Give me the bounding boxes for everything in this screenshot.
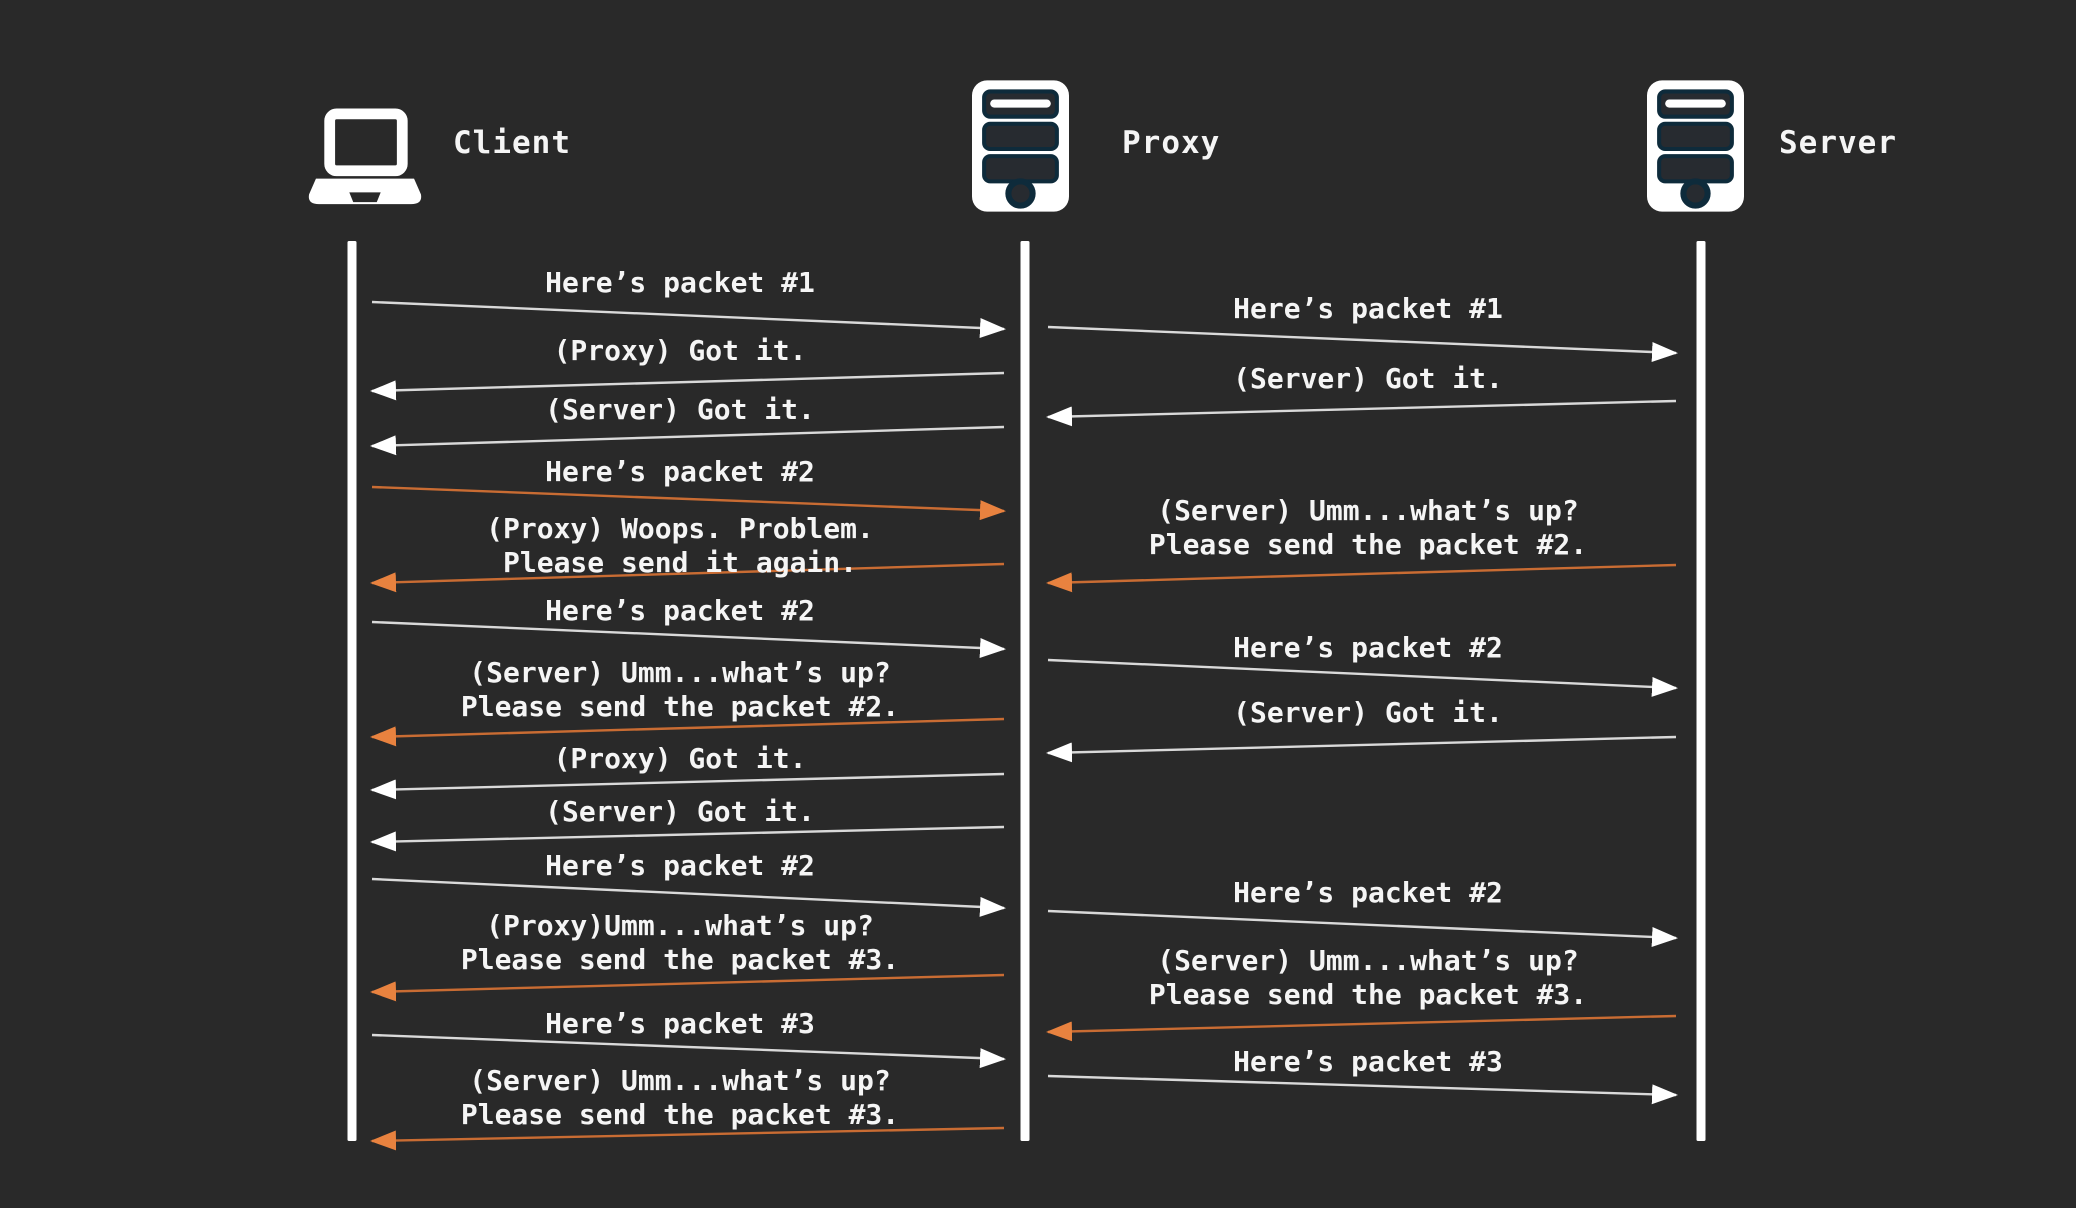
- message-arrow-left: [370, 717, 1005, 747]
- message-label: (Server) Umm...what’s up?Please send the…: [461, 656, 899, 724]
- message-label-line: (Proxy) Got it.: [553, 334, 807, 367]
- message-arrow-left: [1046, 399, 1677, 427]
- message-label: (Server) Umm...what’s up?Please send the…: [1149, 494, 1587, 562]
- message-arrow-right: [1047, 1074, 1678, 1105]
- message-arrow-left: [370, 772, 1005, 800]
- laptop-icon: [306, 108, 424, 214]
- message-label-line: (Proxy) Got it.: [553, 742, 807, 775]
- message-arrow-right: [1047, 909, 1678, 947]
- message-label-line: Here’s packet #1: [1233, 292, 1503, 325]
- message-label-line: Please send the packet #3.: [460, 1098, 900, 1131]
- server-icon: [972, 80, 1069, 216]
- message-label: Here’s packet #2: [1233, 631, 1503, 665]
- message-label-line: Here’s packet #2: [1233, 876, 1503, 909]
- message-arrow-left: [370, 562, 1005, 593]
- message-arrow-right: [371, 1033, 1006, 1069]
- message-label: (Proxy) Got it.: [554, 742, 807, 776]
- message-label-line: (Server) Got it.: [545, 795, 815, 828]
- message-label-line: Here’s packet #3: [1233, 1045, 1503, 1078]
- message-label-line: Please send the packet #3.: [460, 943, 900, 976]
- message-label: Here’s packet #2: [545, 594, 815, 628]
- message-arrow-left: [370, 425, 1005, 456]
- message-label: Here’s packet #1: [545, 266, 815, 300]
- message-label-line: (Proxy)Umm...what’s up?: [486, 909, 874, 942]
- actor-label-client: Client: [453, 125, 571, 161]
- message-arrow-right: [371, 300, 1006, 338]
- message-label-line: Please send it again.: [502, 546, 858, 579]
- message-label-line: Please send the packet #2.: [460, 690, 900, 723]
- message-label-line: Please send the packet #2.: [1148, 528, 1588, 561]
- message-label: Here’s packet #2: [1233, 876, 1503, 910]
- message-label-line: Here’s packet #2: [545, 594, 815, 627]
- message-label-line: Here’s packet #2: [545, 849, 815, 882]
- actor-label-server: Server: [1779, 125, 1897, 161]
- message-label: (Proxy) Got it.: [554, 334, 807, 368]
- server-icon: [1647, 80, 1744, 216]
- message-label-line: Here’s packet #3: [545, 1007, 815, 1040]
- message-label-line: Here’s packet #2: [545, 455, 815, 488]
- message-arrow-left: [1046, 1014, 1677, 1042]
- message-arrow-left: [370, 973, 1005, 1002]
- message-arrow-right: [371, 485, 1006, 521]
- message-arrow-right: [1047, 325, 1678, 362]
- actor-label-proxy: Proxy: [1122, 125, 1221, 161]
- message-label: (Proxy) Woops. Problem.Please send it ag…: [486, 512, 874, 580]
- message-arrow-right: [371, 620, 1006, 658]
- message-label: (Server) Got it.: [545, 393, 815, 427]
- message-label: Here’s packet #1: [1233, 292, 1503, 326]
- message-label: (Server) Got it.: [1233, 362, 1503, 396]
- message-label-line: Please send the packet #3.: [1148, 978, 1588, 1011]
- message-label-line: (Server) Umm...what’s up?: [1157, 494, 1579, 527]
- message-label: (Server) Umm...what’s up?Please send the…: [1149, 944, 1587, 1012]
- message-label-line: (Server) Umm...what’s up?: [469, 1064, 891, 1097]
- message-arrow-left: [1046, 563, 1677, 593]
- message-arrow-left: [370, 371, 1005, 401]
- lifeline-proxy: [1020, 241, 1030, 1141]
- message-label-line: Here’s packet #2: [1233, 631, 1503, 664]
- message-arrow-left: [370, 825, 1005, 852]
- message-label: (Proxy)Umm...what’s up?Please send the p…: [461, 909, 899, 977]
- message-label-line: (Server) Got it.: [1233, 696, 1503, 729]
- message-label: Here’s packet #2: [545, 455, 815, 489]
- message-label: (Server) Got it.: [1233, 696, 1503, 730]
- message-arrow-left: [370, 1126, 1005, 1151]
- message-label: Here’s packet #2: [545, 849, 815, 883]
- lifeline-server: [1696, 241, 1706, 1141]
- lifeline-client: [347, 241, 357, 1141]
- message-label-line: (Server) Got it.: [1233, 362, 1503, 395]
- message-arrow-right: [371, 877, 1006, 917]
- message-label-line: Here’s packet #1: [545, 266, 815, 299]
- message-label-line: (Server) Umm...what’s up?: [1157, 944, 1579, 977]
- message-label-line: (Server) Got it.: [545, 393, 815, 426]
- message-label-line: (Proxy) Woops. Problem.: [486, 512, 874, 545]
- message-arrow-left: [1046, 735, 1677, 763]
- message-arrow-right: [1047, 658, 1678, 697]
- message-label-line: (Server) Umm...what’s up?: [469, 656, 891, 689]
- message-label: (Server) Got it.: [545, 795, 815, 829]
- message-label: Here’s packet #3: [545, 1007, 815, 1041]
- message-label: (Server) Umm...what’s up?Please send the…: [461, 1064, 899, 1132]
- message-label: Here’s packet #3: [1233, 1045, 1503, 1079]
